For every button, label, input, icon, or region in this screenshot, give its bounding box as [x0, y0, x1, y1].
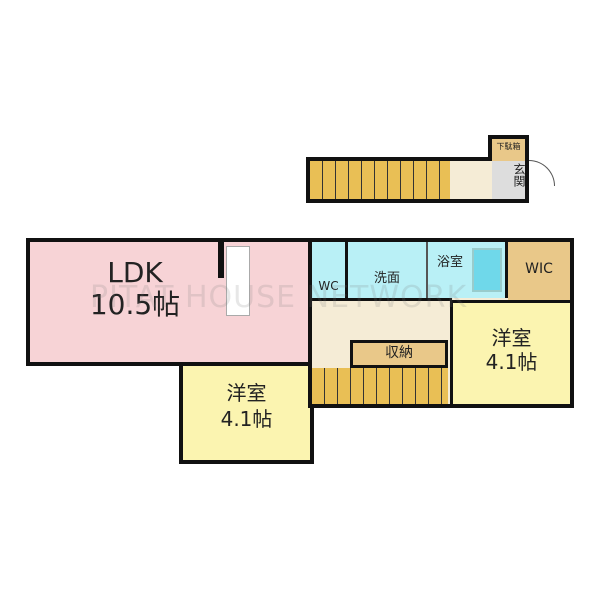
hall-wall	[312, 298, 452, 301]
shoebox: 下駄箱	[488, 135, 529, 161]
kitchen-counter	[226, 246, 250, 316]
genkan-label: 玄関	[512, 163, 526, 187]
room-wc: WC	[312, 242, 348, 298]
washroom-label: 洗面	[373, 271, 400, 286]
room-western-2: 洋室 4.1帖	[450, 300, 570, 404]
entrance-door[interactable]	[529, 160, 555, 186]
stairs-upper	[310, 161, 450, 199]
western2-name: 洋室	[491, 326, 532, 350]
storage-label: 収納	[385, 345, 413, 361]
wc-label: WC	[318, 279, 339, 293]
room-ldk: LDK 10.5帖	[26, 238, 312, 366]
stairs-lower	[312, 368, 448, 404]
bathtub	[472, 248, 502, 292]
room-wic: WIC	[508, 242, 570, 300]
kitchen-wall	[218, 242, 224, 278]
entrance-level: 玄関	[306, 157, 529, 203]
genkan: 玄関	[492, 161, 526, 199]
storage: 収納	[350, 340, 448, 368]
western2-size: 4.1帖	[485, 350, 538, 374]
bath-label: 浴室	[436, 255, 463, 270]
watermark: PITAT HOUSE NETWORK	[90, 280, 468, 315]
room-washroom: 洗面	[348, 242, 428, 298]
wic-label: WIC	[525, 261, 553, 277]
ldk-name: LDK	[107, 256, 163, 289]
ldk-size: 10.5帖	[89, 288, 181, 321]
shoebox-label: 下駄箱	[496, 142, 521, 151]
western1-name: 洋室	[226, 381, 267, 405]
western1-size: 4.1帖	[220, 407, 273, 431]
room-bath: 浴室	[428, 242, 508, 298]
room-western-1: 洋室 4.1帖	[179, 362, 314, 464]
